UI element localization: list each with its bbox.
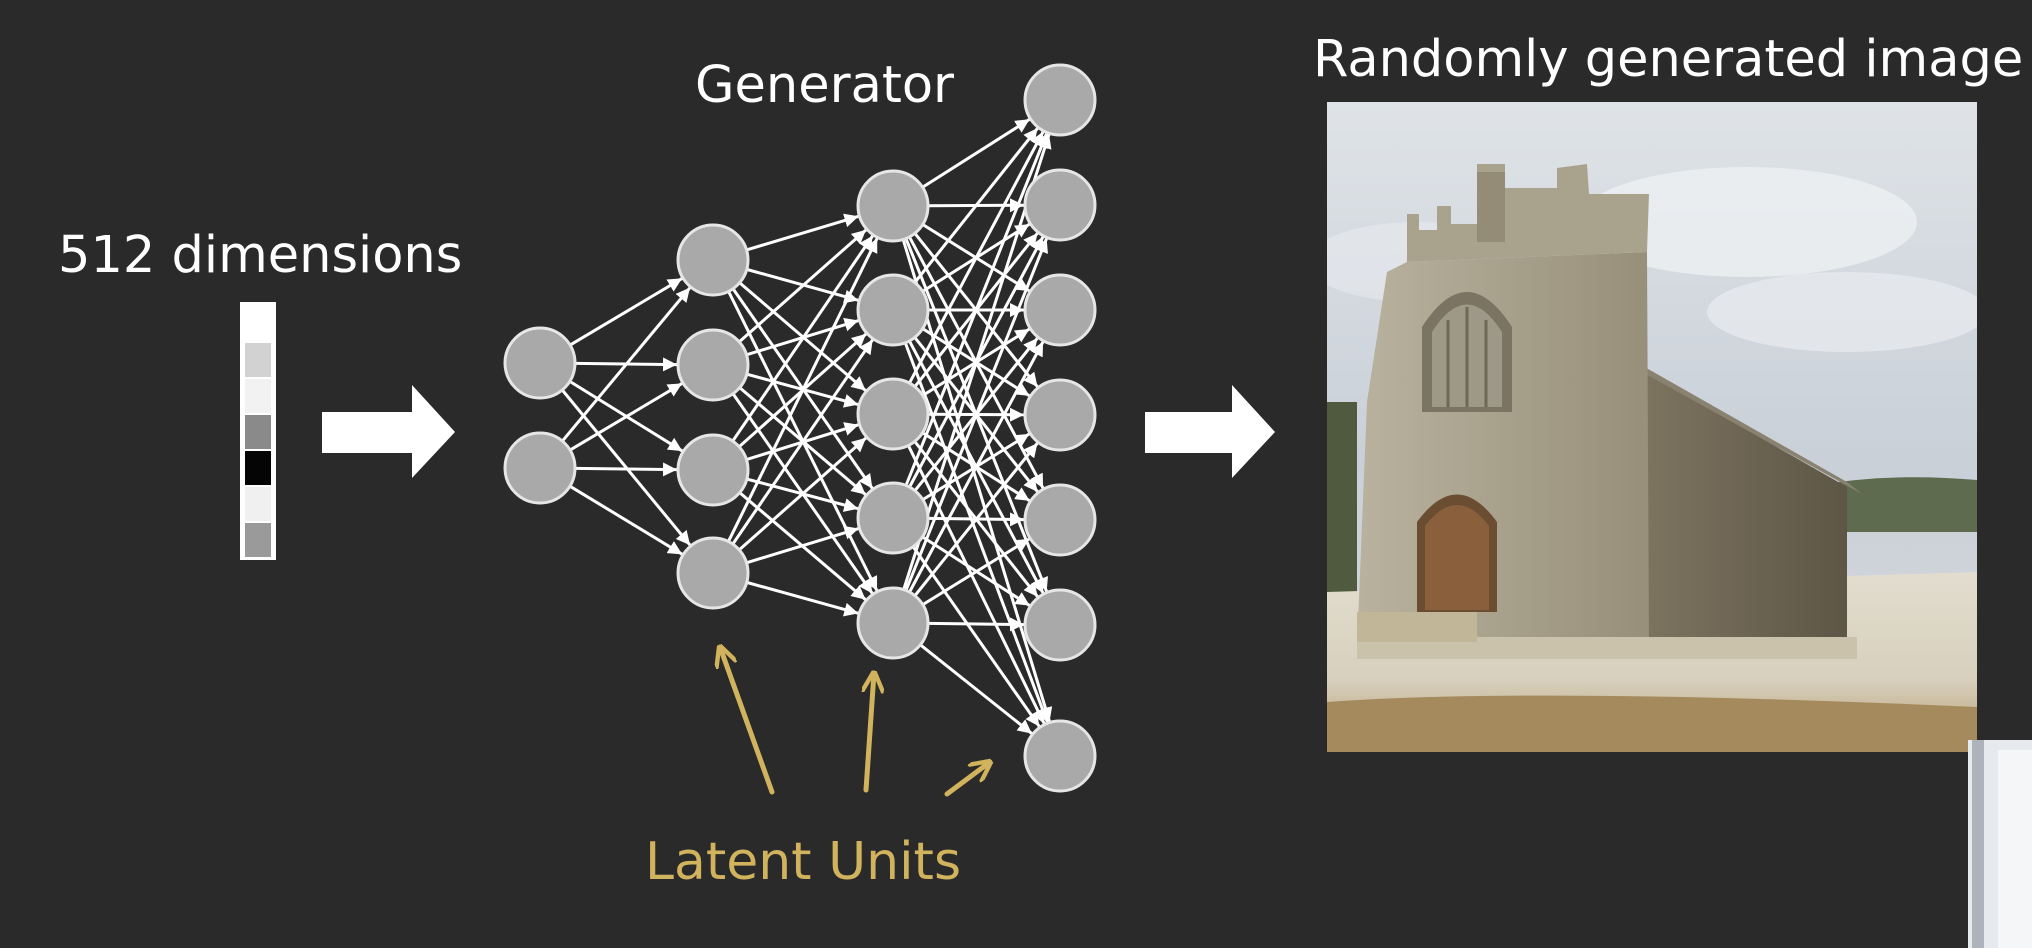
latent-vector-cell — [245, 487, 271, 521]
network-node — [856, 169, 930, 243]
latent-vector-cell — [245, 379, 271, 413]
network-node — [503, 326, 577, 400]
network-edge — [569, 277, 683, 347]
output-arrow — [1145, 385, 1275, 478]
network-node — [1023, 168, 1097, 242]
network-edge — [731, 234, 874, 442]
network-edge — [731, 338, 874, 545]
output-image-title: Randomly generated image — [1313, 30, 2024, 89]
network-edge — [904, 237, 1049, 592]
network-node — [856, 481, 930, 555]
network-edge — [569, 382, 683, 452]
network-edge — [561, 286, 692, 443]
network-edge — [922, 537, 1031, 606]
input-dimensions-label: 512 dimensions — [58, 226, 463, 285]
network-node — [1023, 378, 1097, 452]
generator-label: Generator — [695, 56, 954, 115]
latent-vector-cell — [245, 415, 271, 449]
latent-vector-bar — [240, 302, 276, 560]
network-nodes — [503, 63, 1097, 793]
latent-vector-cell — [245, 523, 271, 557]
network-edge — [908, 131, 1045, 384]
network-edge — [569, 484, 684, 556]
network-node — [856, 273, 930, 347]
network-edge — [913, 442, 1039, 597]
network-edge — [738, 436, 868, 551]
network-node — [676, 433, 750, 507]
network-edge — [574, 462, 678, 477]
network-edge — [746, 213, 859, 252]
network-edge — [921, 118, 1031, 189]
network-node — [856, 377, 930, 451]
network-edge — [746, 525, 860, 565]
network-node — [676, 328, 750, 402]
network-node — [1023, 719, 1097, 793]
network-node — [503, 431, 577, 505]
network-node — [1023, 483, 1097, 557]
latent-arrow-1 — [720, 647, 775, 795]
network-edge — [904, 132, 1049, 487]
network-node — [1023, 273, 1097, 347]
network-edges — [561, 118, 1053, 735]
network-edge — [927, 617, 1025, 632]
input-arrow — [322, 385, 455, 478]
latent-arrow-3 — [944, 762, 990, 797]
network-edge — [919, 643, 1033, 735]
generated-church-image — [1327, 102, 1977, 752]
latent-vector-cell — [245, 343, 271, 377]
latent-vector-cell — [245, 307, 271, 341]
network-edge — [738, 228, 868, 343]
network-node — [856, 586, 930, 660]
network-edge — [727, 237, 879, 543]
video-overlay-edge — [1968, 740, 2032, 948]
network-edge — [907, 444, 1046, 725]
network-edge — [911, 545, 1041, 728]
network-edge — [908, 341, 1045, 593]
network-node — [676, 536, 750, 610]
network-edge — [913, 127, 1039, 284]
network-edge — [903, 342, 1050, 723]
latent-vector-cell — [245, 451, 271, 485]
network-node — [1023, 588, 1097, 662]
latent-pointer-arrows — [720, 647, 990, 797]
latent-arrow-2 — [866, 673, 874, 793]
network-node — [1023, 63, 1097, 137]
latent-units-label: Latent Units — [645, 832, 962, 892]
network-node — [676, 223, 750, 297]
network-edge — [746, 580, 859, 617]
